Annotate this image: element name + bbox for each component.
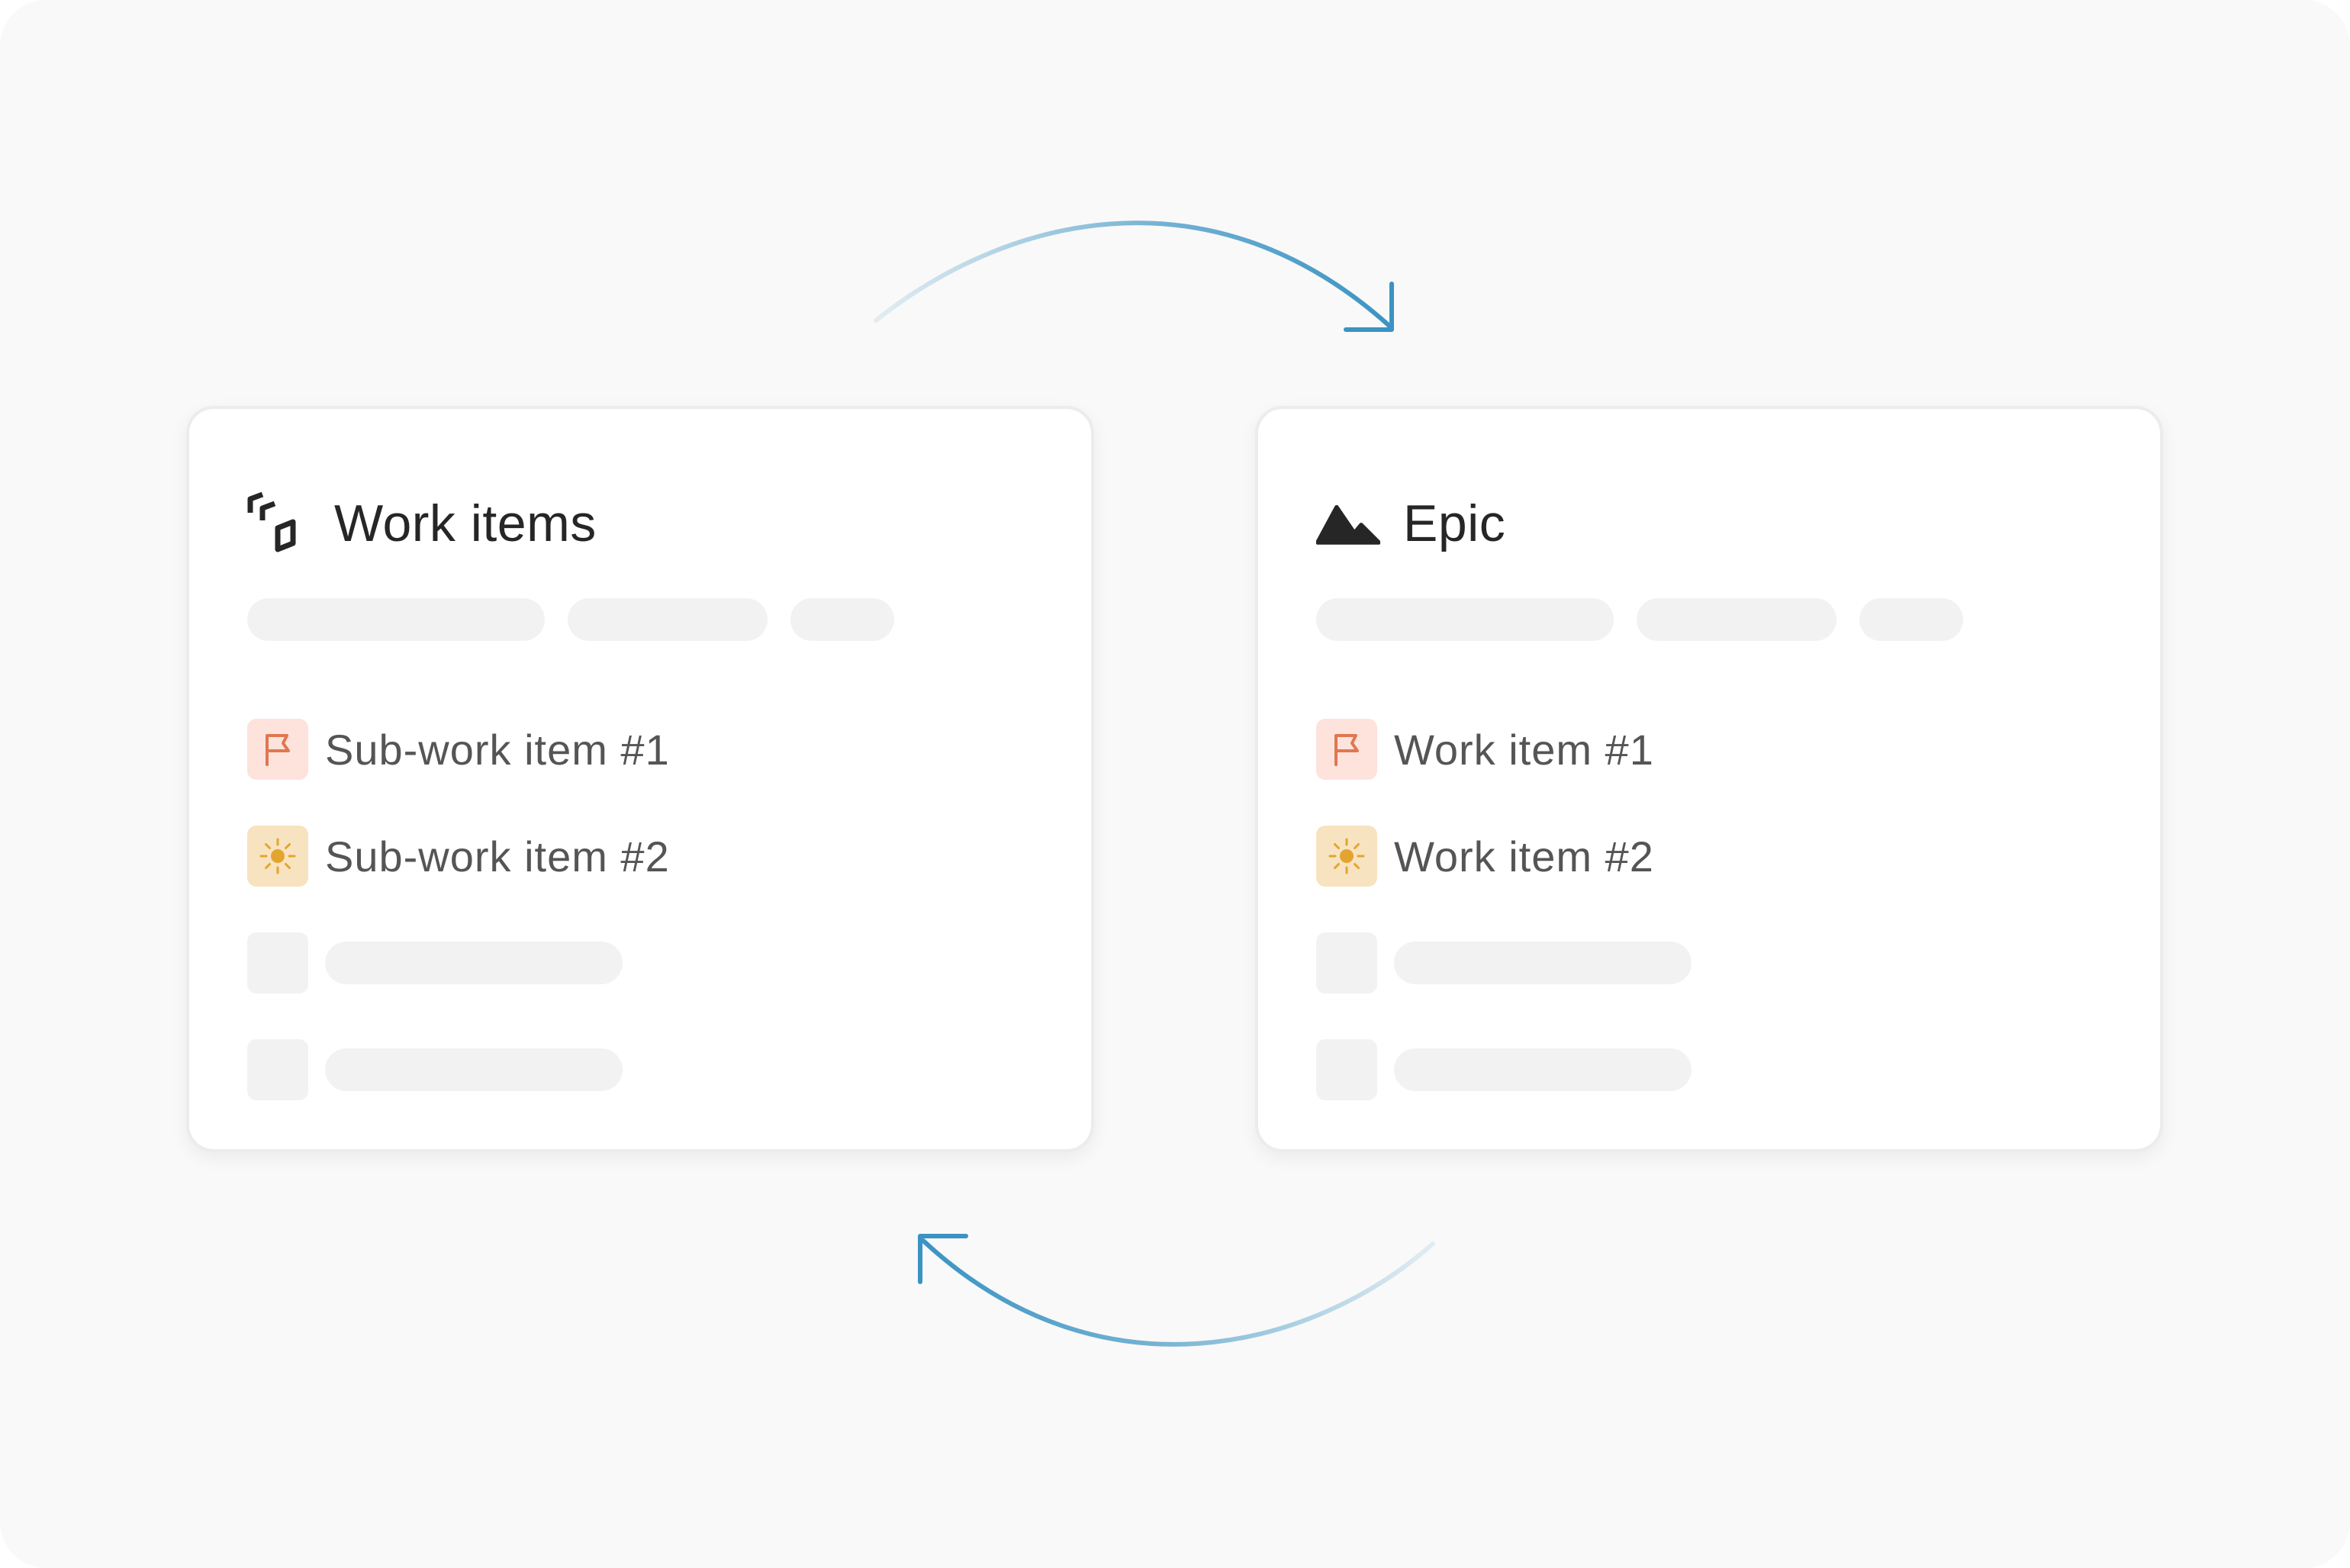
list-item[interactable]: Work item #1 [1316, 719, 1654, 780]
placeholder-line [1394, 942, 1692, 984]
sun-icon [247, 826, 308, 887]
placeholder-line [325, 1048, 623, 1091]
arrow-bottom-head [918, 1234, 968, 1284]
card-title: Work items [334, 494, 597, 552]
placeholder-pill [1316, 598, 1614, 641]
flag-icon [1316, 719, 1377, 780]
arrow-top-curve [874, 221, 1392, 329]
placeholder-pill [1637, 598, 1837, 641]
placeholder-pill [790, 598, 894, 641]
epic-mountain-icon [1316, 491, 1380, 555]
placeholder-pill [568, 598, 768, 641]
flag-icon [247, 719, 308, 780]
sun-icon [1316, 826, 1377, 887]
placeholder-badge [1316, 932, 1377, 993]
placeholder-line [1394, 1048, 1692, 1091]
list-item[interactable]: Sub-work item #1 [247, 719, 670, 780]
placeholder-item [247, 1039, 623, 1100]
list-item[interactable]: Work item #2 [1316, 826, 1654, 887]
item-label: Work item #2 [1394, 832, 1654, 881]
work-items-card: Work items Sub-work item #1 [186, 406, 1094, 1152]
placeholder-item [1316, 1039, 1692, 1100]
work-items-stack-icon [247, 491, 311, 555]
placeholder-pill [1859, 598, 1963, 641]
card-title: Epic [1403, 494, 1506, 552]
arrow-top-head [1344, 282, 1394, 332]
placeholder-pill [247, 598, 545, 641]
placeholder-badge [1316, 1039, 1377, 1100]
arrow-bottom-curve [921, 1238, 1435, 1347]
item-label: Work item #1 [1394, 725, 1654, 774]
placeholder-item [1316, 932, 1692, 993]
placeholder-badge [247, 1039, 308, 1100]
placeholder-line [325, 942, 623, 984]
placeholder-item [247, 932, 623, 993]
item-label: Sub-work item #1 [325, 725, 670, 774]
card-header: Epic [1316, 485, 1505, 562]
epic-card: Epic Work item #1 [1255, 406, 2163, 1152]
placeholder-badge [247, 932, 308, 993]
card-header: Work items [247, 485, 597, 562]
item-label: Sub-work item #2 [325, 832, 670, 881]
list-item[interactable]: Sub-work item #2 [247, 826, 670, 887]
